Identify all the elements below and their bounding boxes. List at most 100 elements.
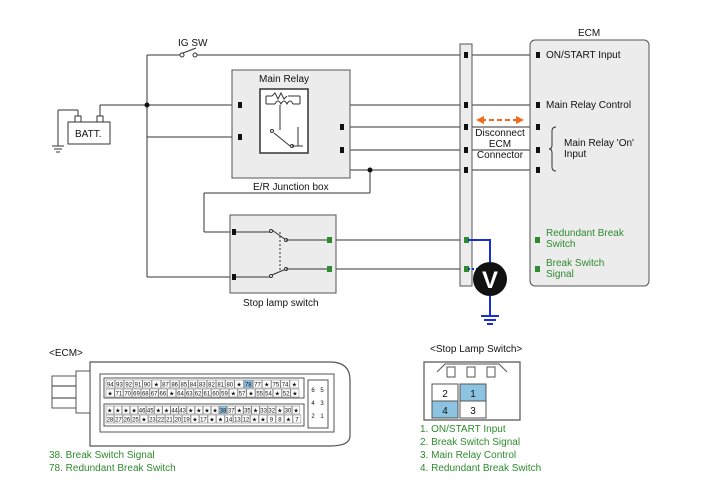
ecm-pin-label: 46 — [139, 409, 146, 415]
ecm-pin-cell — [252, 379, 263, 389]
ecm-pin-cell — [264, 388, 273, 398]
ecm-pin-cell — [105, 379, 115, 389]
ecm-pin-cell — [251, 405, 260, 415]
ecm-pin-label: 44 — [171, 409, 178, 415]
ecm-pin-cell — [267, 414, 276, 424]
ecm-pin-label: ★ — [275, 391, 280, 398]
ecm-pin-cell — [234, 379, 244, 389]
ecm-pin-cell — [216, 414, 225, 424]
ecm-pin-cell — [132, 388, 141, 398]
ecm-side-pin-label: 4 — [311, 401, 315, 407]
ecm-pin-label: 82 — [208, 383, 215, 389]
ecm-pin-cell — [130, 405, 139, 415]
disconnect-indicator: Disconnect ECM Connector — [475, 116, 525, 161]
ecm-pin-label: 86 — [171, 383, 178, 389]
ecm-pin-label: ★ — [188, 408, 193, 415]
stop-lamp-legend-2: 2. Break Switch Signal — [420, 437, 520, 448]
ecm-pin-label: 19 — [183, 418, 190, 424]
ig-switch: IG SW — [178, 38, 208, 58]
ecm-pin-label: ★ — [169, 391, 174, 398]
ecm-pin-label: ★ — [237, 408, 242, 415]
ecm-pin-label: 91 — [135, 383, 142, 389]
ecm-pin-label: 23 — [149, 418, 156, 424]
ecm-pin-cell — [158, 388, 168, 398]
ecm-pin-label: 94 — [107, 383, 114, 389]
ecm-pin-label: 32 — [268, 409, 275, 415]
ecm-pin-cell — [182, 414, 191, 424]
ecm-pin-label: ★ — [253, 408, 258, 415]
ecm-side-pin-label: 6 — [311, 388, 315, 394]
ecm-pin-cell — [149, 388, 159, 398]
ecm-pin-label: 25 — [132, 418, 139, 424]
ecm-pin-label: 62 — [195, 392, 202, 398]
ecm-pin-label: ★ — [292, 382, 297, 389]
ecm-pin-label: 93 — [116, 383, 123, 389]
ecm-pin-cell — [255, 388, 265, 398]
ecm-pin-label: 84 — [190, 383, 197, 389]
ecm-pin-label: ★ — [107, 408, 112, 415]
ecm-pin-label: ★ — [277, 408, 282, 415]
ecm-pin-cell — [275, 414, 285, 424]
voltmeter-label: V — [482, 267, 498, 294]
ecm-pin-cell — [202, 405, 211, 415]
junction-box: Main Relay E/R Junction box — [231, 69, 351, 193]
ecm-pin-label: 80 — [227, 383, 234, 389]
ecm-pin-cell — [280, 379, 290, 389]
ecm-pin-cell — [113, 405, 122, 415]
ecm-pin-cell — [207, 414, 217, 424]
ecm-pin-cell — [105, 405, 114, 415]
ecm-pin-label: 61 — [204, 392, 211, 398]
ecm-pin-label: ★ — [292, 391, 297, 398]
ecm-pin-cell — [250, 414, 259, 424]
ecm-pin-cell — [122, 414, 132, 424]
ecm-pin-cell — [170, 405, 179, 415]
ecm-title: ECM — [578, 28, 600, 39]
ecm-pin-cell — [105, 388, 115, 398]
ecm-pin-label: 83 — [199, 383, 206, 389]
ecm-pin-cell — [243, 405, 252, 415]
ecm-pin-break-signal-1: Break Switch — [546, 258, 604, 269]
ecm-pin-label: 20 — [175, 418, 182, 424]
ecm-pin-cell — [114, 379, 125, 389]
ecm-pin-cell — [105, 414, 115, 424]
ecm-pin-cell — [131, 414, 140, 424]
ecm-pin-cell — [124, 379, 134, 389]
main-relay-label: Main Relay — [259, 74, 309, 85]
ecm-pin-cell — [216, 379, 226, 389]
ecm-pin-cell — [289, 379, 299, 389]
ecm-pin-cell — [259, 405, 268, 415]
ecm-pin-cell — [290, 388, 300, 398]
ecm-pin-label: 87 — [162, 383, 169, 389]
ecm-pin-cell — [199, 414, 208, 424]
ecm-pin-label: 14 — [226, 418, 233, 424]
ecm-pin-cell — [219, 405, 228, 415]
junction-box-label: E/R Junction box — [253, 182, 329, 193]
ecm-side-pin-label: 1 — [320, 414, 324, 420]
ecm-pin-cell — [190, 414, 200, 424]
ecm-legend-38: 38. Break Switch Signal — [49, 450, 155, 461]
ecm-pin-redundant-2: Switch — [546, 239, 575, 250]
ecm-pin-cell — [227, 405, 236, 415]
ecm-pin-cell — [140, 388, 150, 398]
ecm-pin-cell — [162, 405, 171, 415]
ecm-pin-label: 63 — [186, 392, 193, 398]
ecm-pin-cell — [225, 379, 235, 389]
ecm-pin-label: 64 — [177, 392, 184, 398]
ecm-pin-cell — [170, 379, 180, 389]
ecm-pin-label: 55 — [256, 392, 263, 398]
ecm-pin-label: ★ — [141, 417, 146, 424]
ecm-pin-label: ★ — [218, 417, 223, 424]
ig-sw-label: IG SW — [178, 38, 208, 49]
ecm-pin-cell — [292, 405, 301, 415]
ecm-pin-cell — [173, 414, 183, 424]
ecm-pin-cell — [154, 405, 163, 415]
ecm-pin-cell — [197, 379, 207, 389]
ecm-pin-label: 35 — [244, 409, 251, 415]
battery: BATT. — [52, 105, 111, 153]
ecm-pin-cell — [179, 379, 189, 389]
ecm-pin-label: 78 — [245, 383, 252, 389]
ecm-pin-cell — [246, 388, 256, 398]
